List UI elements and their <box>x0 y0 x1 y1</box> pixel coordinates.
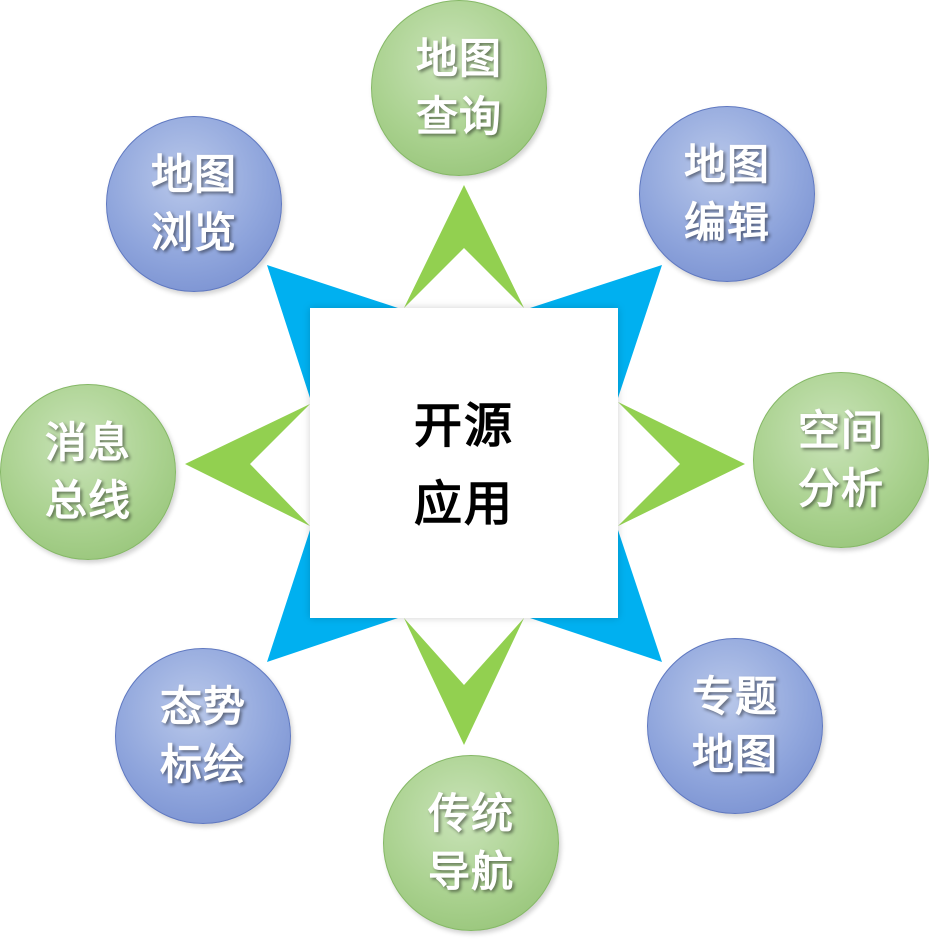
center-line-2: 应用 <box>413 476 514 532</box>
node-label-line-1: 传统 <box>427 789 514 838</box>
arrow-left <box>185 404 310 526</box>
node-label-line-1: 消息 <box>44 418 131 467</box>
node-label-line-1: 地图 <box>150 150 237 199</box>
center-label: 开源 应用 <box>319 380 609 550</box>
node-map-query: 地图 查询 <box>371 0 547 176</box>
node-spatial-analysis: 空间 分析 <box>753 372 929 548</box>
arrow-bottom <box>404 618 524 745</box>
center-line-1: 开源 <box>413 398 514 454</box>
node-label-line-1: 地图 <box>683 140 770 189</box>
node-label-line-2: 浏览 <box>150 208 237 257</box>
node-label-line-2: 标绘 <box>159 740 246 789</box>
node-label-line-2: 地图 <box>691 730 778 779</box>
node-message-bus: 消息 总线 <box>0 384 176 560</box>
node-label-line-2: 导航 <box>427 847 514 896</box>
node-label-line-1: 态势 <box>159 682 246 731</box>
node-label-line-1: 专题 <box>691 672 778 721</box>
node-label-line-1: 空间 <box>797 406 884 455</box>
arrow-top <box>404 185 524 308</box>
node-map-browse: 地图 浏览 <box>106 116 282 292</box>
arrow-top-left <box>267 265 398 398</box>
arrow-bottom-right <box>530 530 662 662</box>
node-label-line-2: 总线 <box>44 476 131 525</box>
node-label-line-2: 分析 <box>797 464 884 513</box>
node-thematic-map: 专题 地图 <box>647 638 823 814</box>
node-label-line-2: 编辑 <box>683 198 770 247</box>
node-map-edit: 地图 编辑 <box>639 106 815 282</box>
center-square <box>310 308 618 618</box>
arrow-top-right <box>530 265 662 398</box>
arrow-bottom-left <box>267 530 398 662</box>
node-situation-plotting: 态势 标绘 <box>115 648 291 824</box>
node-label-line-2: 查询 <box>415 92 502 141</box>
node-label-line-1: 地图 <box>415 34 502 83</box>
arrow-right <box>618 402 745 526</box>
node-traditional-navigation: 传统 导航 <box>383 755 559 931</box>
